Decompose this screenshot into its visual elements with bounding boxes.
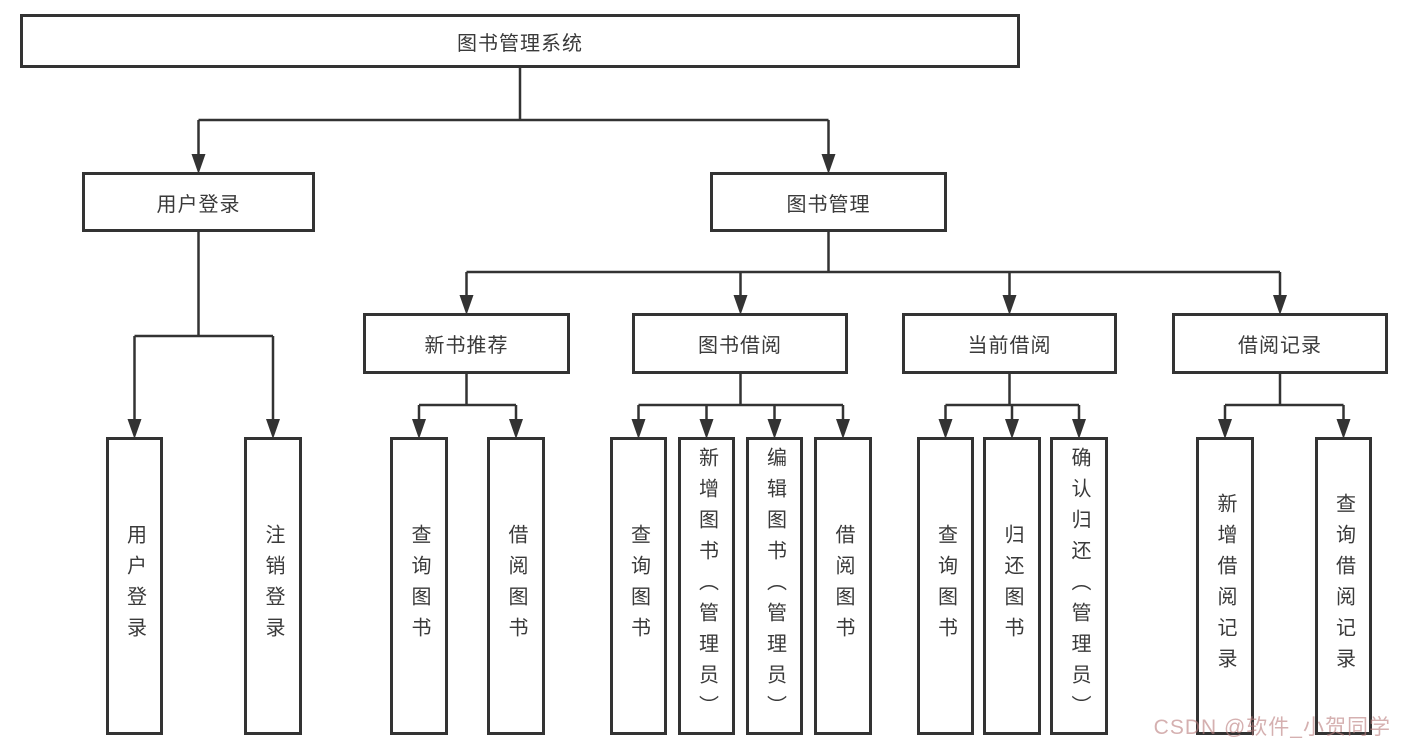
- leaf-borrow-books-recommend-label: 借阅图书: [505, 524, 527, 648]
- leaf-borrow-books-borrowing: 借阅图书: [814, 437, 872, 735]
- arrowheads: [127, 154, 1351, 439]
- leaf-user-login: 用户登录: [106, 437, 163, 735]
- leaf-query-borrow-record: 查询借阅记录: [1315, 437, 1372, 735]
- leaf-query-books-borrowing: 查询图书: [610, 437, 667, 735]
- leaf-edit-books-admin: 编辑图书（管理员）: [746, 437, 803, 735]
- leaf-return-books: 归还图书: [983, 437, 1041, 735]
- leaf-query-books-recommend: 查询图书: [390, 437, 448, 735]
- csdn-watermark: CSDN @软件_小贺同学: [1153, 716, 1391, 739]
- leaf-add-borrow-record-label: 新增借阅记录: [1214, 493, 1236, 679]
- node-book-management: 图书管理: [710, 172, 947, 232]
- leaf-add-books-admin-label: 新增图书（管理员）: [695, 446, 718, 726]
- node-user-login: 用户登录: [82, 172, 315, 232]
- leaf-borrow-books-borrowing-label: 借阅图书: [832, 524, 854, 648]
- leaf-query-borrow-record-label: 查询借阅记录: [1332, 493, 1355, 679]
- leaf-return-books-label: 归还图书: [1001, 524, 1023, 648]
- leaf-add-borrow-record: 新增借阅记录: [1196, 437, 1254, 735]
- leaf-query-books-borrowing-label: 查询图书: [627, 524, 650, 648]
- leaf-confirm-return-admin: 确认归还（管理员）: [1050, 437, 1108, 735]
- leaf-query-books-recommend-label: 查询图书: [408, 524, 430, 648]
- node-book-borrowing: 图书借阅: [632, 313, 848, 374]
- leaf-logout: 注销登录: [244, 437, 302, 735]
- node-root-library-system: 图书管理系统: [20, 14, 1020, 68]
- leaf-confirm-return-admin-label: 确认归还（管理员）: [1068, 446, 1090, 726]
- node-current-borrowing: 当前借阅: [902, 313, 1117, 374]
- tree-edges: [133, 68, 1345, 429]
- leaf-query-books-current-label: 查询图书: [934, 524, 957, 648]
- leaf-user-login-label: 用户登录: [123, 524, 146, 648]
- leaf-borrow-books-recommend: 借阅图书: [487, 437, 545, 735]
- leaf-query-books-current: 查询图书: [917, 437, 974, 735]
- node-new-book-recommendation: 新书推荐: [363, 313, 570, 374]
- leaf-logout-label: 注销登录: [262, 524, 284, 648]
- leaf-edit-books-admin-label: 编辑图书（管理员）: [763, 446, 786, 726]
- leaf-add-books-admin: 新增图书（管理员）: [678, 437, 735, 735]
- node-borrowing-records: 借阅记录: [1172, 313, 1388, 374]
